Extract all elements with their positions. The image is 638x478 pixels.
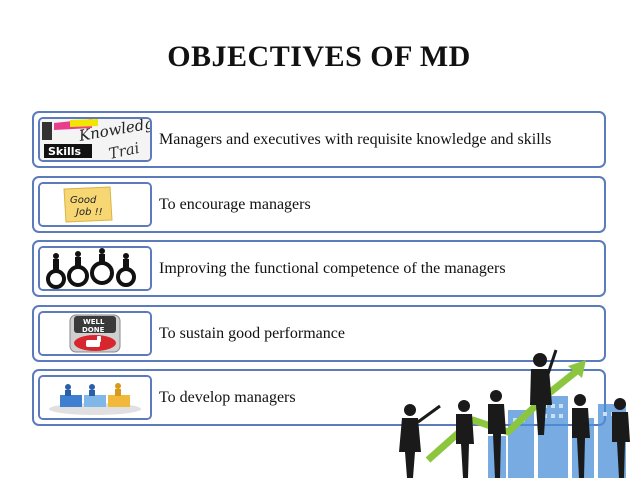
city-skyline-icon (488, 396, 626, 478)
objective-text: To sustain good performance (159, 325, 345, 342)
objective-text: To develop managers (159, 389, 296, 406)
good-job-sticky-note-icon: Good Job !! (38, 182, 152, 227)
teamwork-puzzle-icon (38, 375, 152, 420)
objective-text: Managers and executives with requisite k… (159, 131, 552, 148)
objective-row-encourage: Good Job !! To encourage managers (32, 176, 606, 233)
svg-text:Good: Good (70, 195, 97, 206)
well-done-thumbs-up-badge-icon: WELL DONE (38, 311, 152, 356)
svg-text:DONE: DONE (82, 326, 105, 334)
objective-row-knowledge-skills: Knowledge Skills Trai Managers and execu… (32, 111, 606, 168)
business-people-silhouettes-icon (399, 349, 630, 478)
knowledge-skills-words-icon: Knowledge Skills Trai (38, 117, 152, 162)
svg-text:Trai: Trai (107, 139, 141, 160)
svg-text:Skills: Skills (48, 145, 82, 158)
objective-row-competence: Improving the functional competence of t… (32, 240, 606, 297)
objective-row-sustain: WELL DONE To sustain good performance (32, 305, 606, 362)
objective-row-develop: To develop managers (32, 369, 606, 426)
objective-text: Improving the functional competence of t… (159, 260, 506, 277)
business-growth-illustration (399, 349, 630, 478)
svg-text:WELL: WELL (83, 318, 105, 326)
objective-text: To encourage managers (159, 196, 311, 213)
slide-title: OBJECTIVES OF MD (167, 40, 471, 73)
people-on-gears-icon (38, 246, 152, 291)
svg-text:Job !!: Job !! (74, 207, 103, 218)
